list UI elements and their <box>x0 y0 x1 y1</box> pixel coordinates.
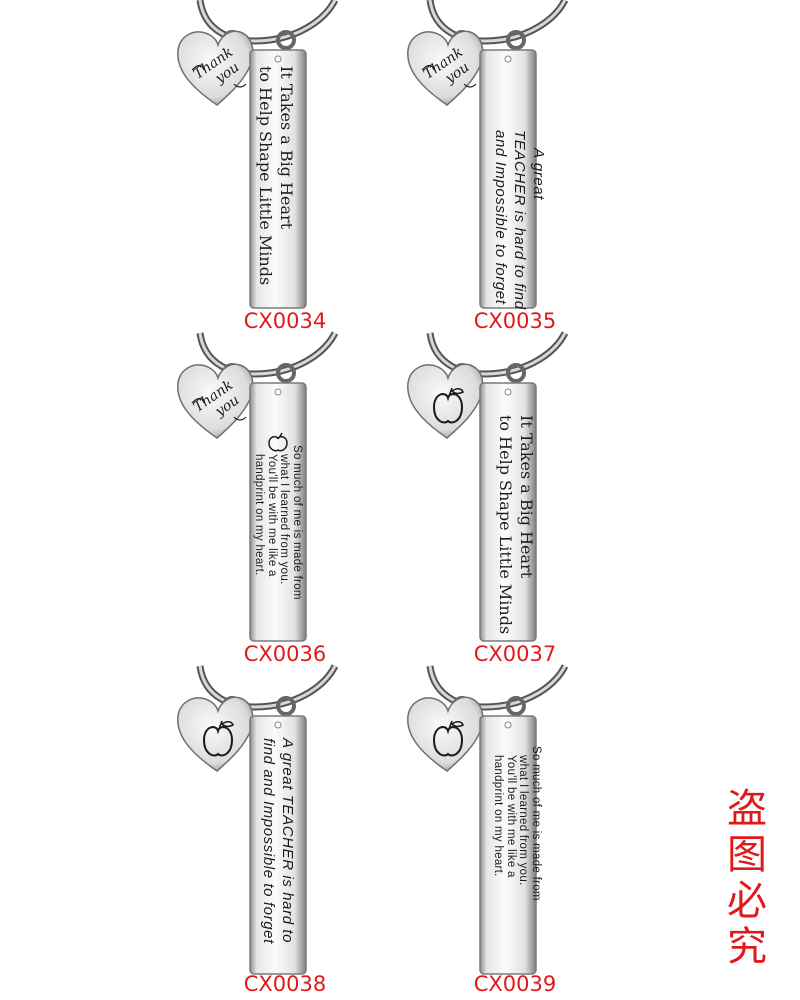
product-code: CX0037 <box>473 642 557 666</box>
apple-leaf <box>448 387 464 397</box>
tag-engraving: So much of me is made from what I learne… <box>492 746 543 901</box>
apple-icon <box>202 720 234 757</box>
tag-engraving: A great TEACHER is hard to find and Impo… <box>260 738 296 944</box>
product-cell-cx0034: It Takes a Big Heart to Help Shape Littl… <box>170 0 400 333</box>
product-code: CX0034 <box>243 309 327 333</box>
apple-leaf <box>218 720 234 730</box>
leaf-flourish-icon <box>421 64 477 88</box>
tag-engraving: It Takes a Big Heart to Help Shape Littl… <box>256 66 296 286</box>
product-code: CX0038 <box>243 972 327 996</box>
product-code: CX0035 <box>473 309 557 333</box>
tag-engraving: A great TEACHER is hard to find and Impo… <box>492 130 547 310</box>
product-code: CX0039 <box>473 972 557 996</box>
apple-body <box>432 726 464 757</box>
apple-body <box>202 726 234 757</box>
apple-icon <box>432 387 464 424</box>
product-code: CX0036 <box>243 642 327 666</box>
product-cell-cx0037: It Takes a Big Heart to Help Shape Littl… <box>400 333 630 666</box>
product-cell-cx0039: So much of me is made from what I learne… <box>400 666 630 999</box>
apple-icon <box>268 432 288 452</box>
product-cell-cx0038: A great TEACHER is hard to find and Impo… <box>170 666 400 999</box>
copyright-watermark: 盗 图 必 究 <box>727 786 767 970</box>
product-cell-cx0035: A great TEACHER is hard to find and Impo… <box>400 0 630 333</box>
tag-engraving: So much of me is made from what I learne… <box>253 445 304 600</box>
tag-engraving: It Takes a Big Heart to Help Shape Littl… <box>496 415 536 635</box>
apple-leaf <box>448 720 464 730</box>
leaf-flourish-icon <box>191 397 247 421</box>
leaf-flourish-icon <box>191 64 247 88</box>
product-cell-cx0036: So much of me is made from what I learne… <box>170 333 400 666</box>
apple-icon <box>432 720 464 757</box>
apple-body <box>432 393 464 424</box>
